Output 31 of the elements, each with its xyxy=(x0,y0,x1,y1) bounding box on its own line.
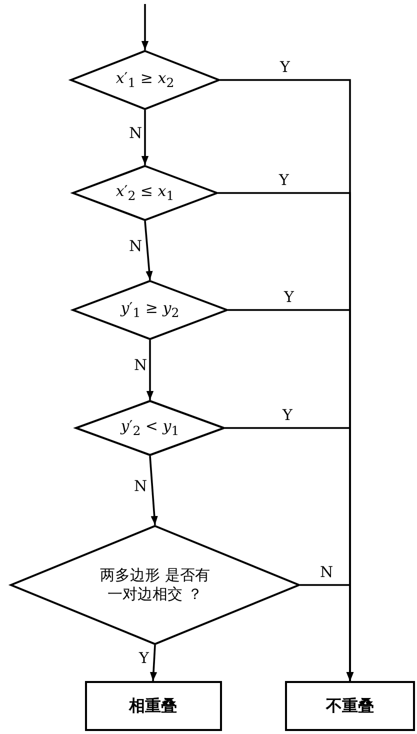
result-box xyxy=(84,681,222,731)
edge-label: N xyxy=(128,126,144,140)
arrow xyxy=(141,110,149,165)
edge-label: N xyxy=(133,358,148,373)
edge-label: Y xyxy=(278,173,290,188)
condition-text: 两多边形 是否有一对边相交 ？ xyxy=(99,566,211,604)
condition-text: y′$_{2}$ < y$_{1}$ xyxy=(120,416,180,440)
condition-text: x′$_{1}$ ≥ x$_{2}$ xyxy=(116,68,174,92)
condition-text: y′$_{1}$ ≥ y$_{2}$ xyxy=(120,298,180,322)
result-box xyxy=(285,681,415,731)
edge-label: Y xyxy=(282,408,294,423)
edge-label: Y xyxy=(138,651,150,666)
arrow xyxy=(150,644,158,682)
arrow xyxy=(144,220,153,280)
arrow xyxy=(141,4,149,50)
decision-diamond xyxy=(75,400,225,456)
arrow xyxy=(300,584,354,681)
edge-label: Y xyxy=(279,60,291,75)
decision-diamond xyxy=(70,50,220,110)
condition-text: x′$_{2}$ ≤ x$_{1}$ xyxy=(116,182,174,204)
decision-diamond xyxy=(72,280,228,340)
result-text: 不重叠 xyxy=(326,696,374,716)
arrow xyxy=(146,340,154,400)
edge-label: Y xyxy=(283,290,295,305)
edge-label: N xyxy=(133,478,148,494)
edge-label: N xyxy=(128,238,144,254)
decision-diamond xyxy=(72,165,218,221)
arrow xyxy=(149,456,158,526)
edge-label: N xyxy=(319,565,334,580)
decision-diamond xyxy=(10,525,300,645)
result-text: 相重叠 xyxy=(129,696,177,716)
